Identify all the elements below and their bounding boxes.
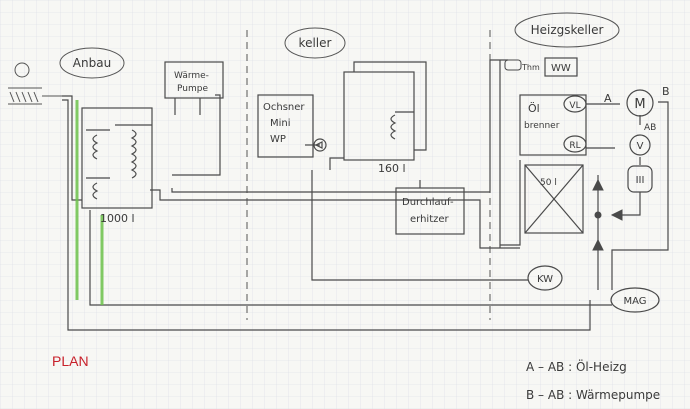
durchlauferhitzer-label-2: erhitzer bbox=[410, 214, 450, 225]
vl-node bbox=[563, 95, 587, 113]
check-valves bbox=[592, 178, 623, 251]
waermepumpe-box bbox=[164, 61, 224, 115]
tank-160-label: 160 l bbox=[378, 162, 406, 175]
ochsner-box bbox=[257, 94, 327, 158]
rl-node bbox=[563, 135, 587, 153]
ochsner-label-1: Ochsner bbox=[263, 102, 305, 113]
durchlauferhitzer-label-1: Durchlauf- bbox=[402, 197, 454, 208]
oelbrenner-label-2: brenner bbox=[524, 121, 560, 131]
ochsner-label-3: WP bbox=[270, 134, 286, 145]
mag-node bbox=[610, 287, 660, 313]
label-b: B bbox=[662, 85, 670, 98]
waermepumpe-label-2: Pumpe bbox=[177, 84, 208, 94]
oelbrenner-box bbox=[500, 94, 587, 246]
crossed-out-label: 50 l bbox=[540, 178, 557, 188]
tank-160 bbox=[343, 61, 427, 161]
mag-label: MAG bbox=[623, 296, 646, 307]
outdoor-unit-icon bbox=[8, 62, 62, 105]
tank-1000-label: 1000 l bbox=[100, 212, 135, 225]
green-pipe bbox=[75, 100, 104, 305]
mixing-valve-m bbox=[626, 89, 654, 117]
ochsner-label-2: Mini bbox=[270, 118, 291, 129]
oelbrenner-label-1: Öl bbox=[528, 102, 540, 115]
kw-label: KW bbox=[537, 274, 553, 285]
room-label-anbau: Anbau bbox=[73, 56, 111, 70]
plan-label: PLAN bbox=[52, 353, 89, 369]
room-label-heizungskeller: Heizgskeller bbox=[531, 23, 604, 37]
label-ab: AB bbox=[644, 123, 656, 133]
ww-label: WW bbox=[551, 63, 571, 74]
heating-circuit-label: III bbox=[636, 175, 645, 186]
vl-label: VL bbox=[569, 101, 580, 111]
pump-v-label: V bbox=[637, 141, 644, 152]
pipes bbox=[62, 59, 669, 331]
mixing-valve-m-label: M bbox=[634, 97, 645, 112]
ww-box bbox=[544, 57, 578, 77]
kw-node bbox=[527, 265, 563, 291]
tank-1000 bbox=[81, 107, 153, 209]
legend-line-1: A – AB : Öl-Heizg bbox=[526, 358, 627, 374]
legend-line-2: B – AB : Wärmepumpe bbox=[526, 388, 660, 402]
heating-circuit-iii bbox=[627, 165, 653, 193]
crossed-out-unit bbox=[524, 164, 584, 234]
thermostat-element bbox=[504, 59, 522, 71]
rl-label: RL bbox=[569, 141, 580, 151]
room-labels bbox=[59, 12, 620, 79]
heizungskeller-bubble bbox=[514, 12, 620, 48]
keller-bubble bbox=[284, 27, 346, 59]
room-label-keller: keller bbox=[299, 36, 332, 50]
pump-v bbox=[629, 134, 651, 156]
thermostat-label: Thm bbox=[521, 63, 540, 72]
anbau-bubble bbox=[59, 47, 125, 79]
waermepumpe-label-1: Wärme- bbox=[174, 71, 209, 81]
label-a: A bbox=[604, 92, 612, 105]
durchlauferhitzer-box bbox=[395, 187, 465, 235]
